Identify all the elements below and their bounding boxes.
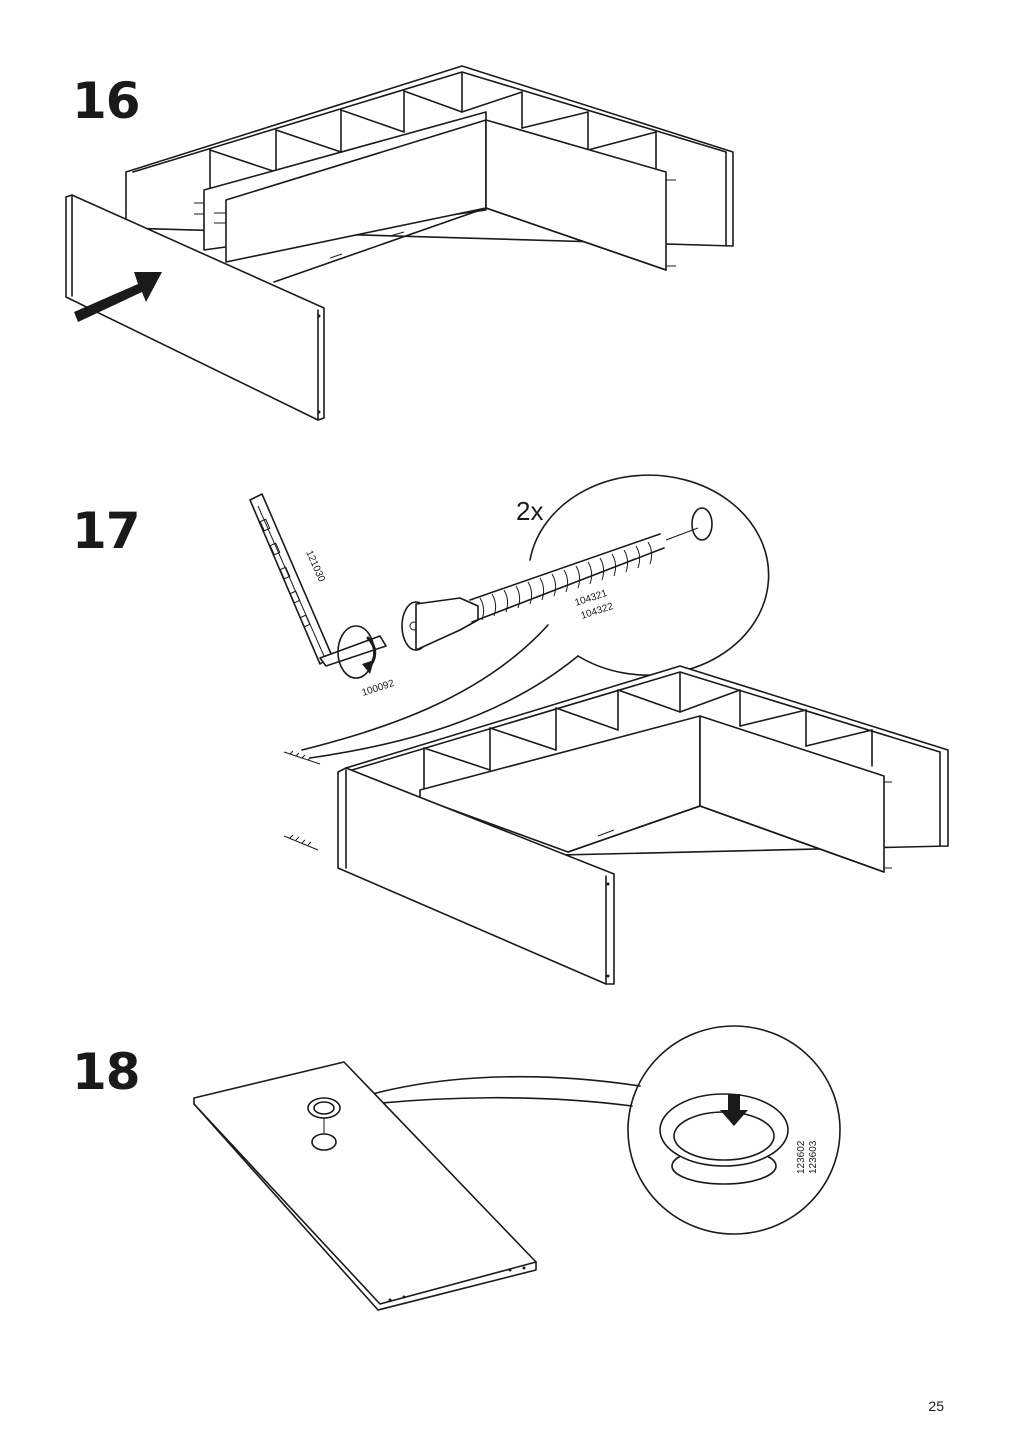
part-number-tool: 121030	[303, 549, 327, 584]
quantity-label: 2x	[516, 496, 543, 526]
step18-illustration: 123602 123603	[193, 1025, 841, 1311]
press-down-arrow-icon	[720, 1094, 748, 1126]
part-number-grommet-b: 123603	[808, 1140, 819, 1174]
part-number-bit: 100092	[361, 678, 397, 699]
page-number: 25	[928, 1398, 944, 1414]
grommet-detail-icon	[659, 1093, 789, 1185]
step-number-16: 16	[72, 72, 141, 130]
push-arrow-icon	[74, 272, 162, 322]
step-number-18: 18	[72, 1043, 141, 1101]
step16-illustration	[65, 65, 734, 421]
part-number-grommet-a: 123602	[796, 1140, 807, 1174]
screw-detail-icon	[401, 507, 713, 651]
step17-illustration: 2x 121030 100092 104321 104322	[249, 474, 949, 985]
step-number-17: 17	[72, 502, 141, 560]
hex-key-tool-icon	[249, 493, 387, 679]
